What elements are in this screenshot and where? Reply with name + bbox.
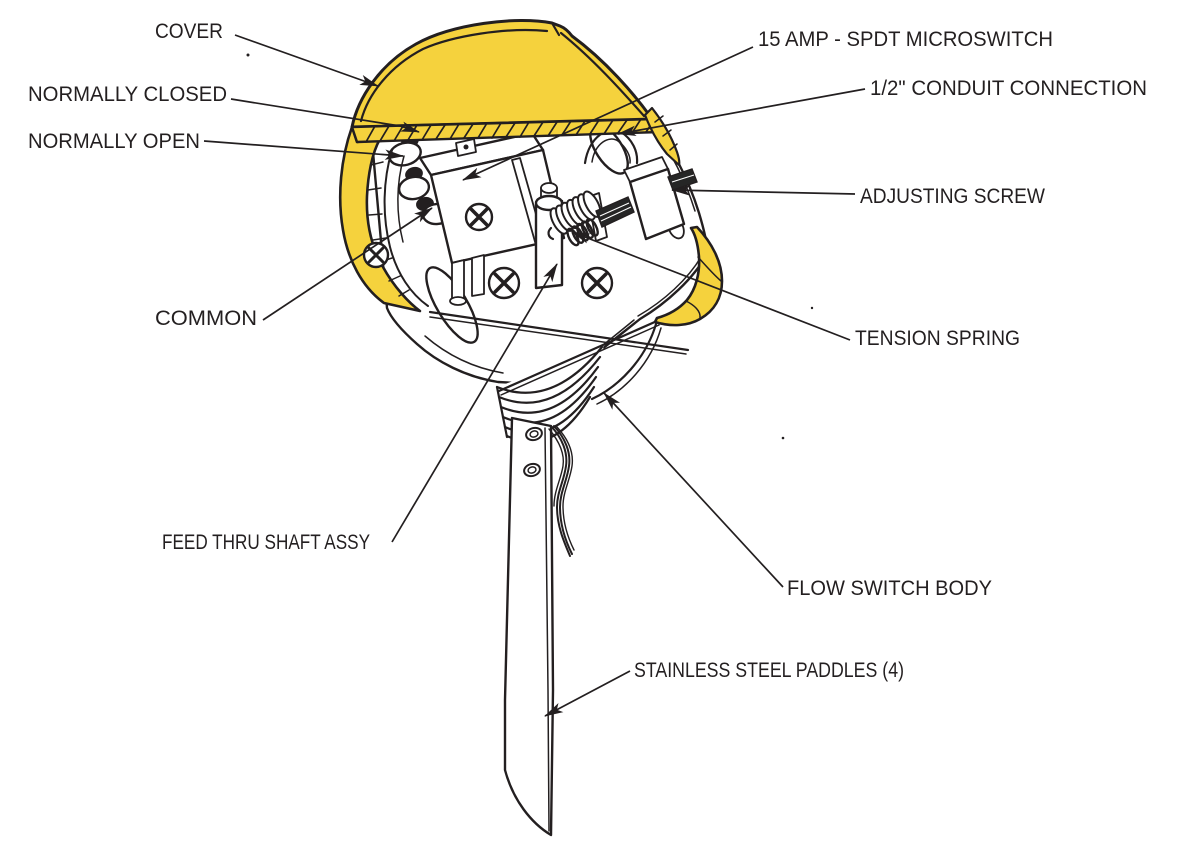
cover bbox=[338, 19, 681, 313]
label-paddles: STAINLESS STEEL PADDLES (4) bbox=[634, 659, 904, 682]
leader-feed-thru bbox=[391, 263, 558, 543]
label-normally-closed: NORMALLY CLOSED bbox=[28, 83, 227, 106]
label-adjusting-screw: ADJUSTING SCREW bbox=[860, 185, 1045, 208]
spring-coil bbox=[547, 190, 602, 241]
label-flow-switch-body: FLOW SWITCH BODY bbox=[787, 577, 992, 600]
leader-flow-switch-body bbox=[603, 392, 784, 588]
flow-switch-illustration bbox=[246, 19, 814, 837]
cover-dome bbox=[350, 19, 658, 129]
plate-screw-right bbox=[580, 266, 614, 300]
paddle-blade bbox=[503, 416, 575, 837]
leader-tension-spring bbox=[571, 231, 851, 341]
callout-leaders bbox=[203, 34, 866, 717]
label-cover: COVER bbox=[155, 20, 223, 43]
microswitch-body bbox=[418, 131, 566, 306]
paddle-rivet bbox=[523, 462, 541, 478]
label-normally-open: NORMALLY OPEN bbox=[28, 130, 200, 153]
label-conduit: 1/2" CONDUIT CONNECTION bbox=[870, 77, 1147, 100]
terminal-normally-open bbox=[397, 175, 431, 201]
cover-rim-right-tail bbox=[643, 106, 681, 167]
paddle-arm bbox=[428, 310, 690, 355]
leader-common bbox=[262, 207, 433, 321]
leader-adjusting-screw bbox=[671, 185, 856, 196]
paddle-rivet bbox=[525, 426, 543, 442]
leader-cover bbox=[234, 34, 379, 87]
plate-screw-left bbox=[487, 266, 521, 300]
cover-screw bbox=[362, 241, 390, 269]
leader-paddles bbox=[544, 670, 631, 717]
speck bbox=[246, 53, 250, 57]
side-paddles-edge bbox=[548, 425, 575, 557]
label-common: COMMON bbox=[155, 307, 257, 330]
speck bbox=[781, 436, 785, 440]
leader-normally-open bbox=[203, 140, 404, 160]
label-tension-spring: TENSION SPRING bbox=[855, 327, 1020, 350]
callout-labels: COVER NORMALLY CLOSED NORMALLY OPEN COMM… bbox=[28, 20, 1147, 682]
cover-rim-bottom-right bbox=[497, 225, 724, 405]
label-feed-thru: FEED THRU SHAFT ASSY bbox=[162, 531, 370, 554]
leader-microswitch bbox=[462, 46, 754, 181]
cover-skirt-left bbox=[338, 125, 429, 313]
label-microswitch: 15 AMP - SPDT MICROSWITCH bbox=[758, 28, 1053, 51]
leader-normally-closed bbox=[230, 98, 420, 133]
microswitch-screw bbox=[464, 202, 494, 232]
tension-spring-assembly bbox=[547, 128, 698, 247]
leader-conduit bbox=[617, 88, 866, 136]
speck bbox=[810, 306, 814, 310]
